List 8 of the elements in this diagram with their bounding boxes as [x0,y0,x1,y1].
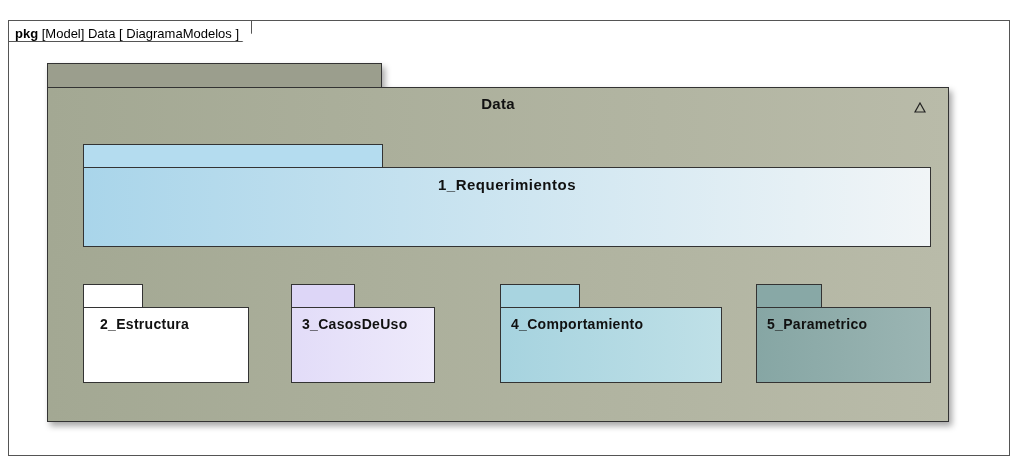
package-name: 4_Comportamiento [511,316,644,332]
package-name: 2_Estructura [100,316,190,332]
package-name: 1_Requerimientos [438,176,576,193]
package-name: Data [481,95,515,112]
package-name: 5_Parametrico [767,316,868,332]
diagram-frame [8,20,1010,456]
frame-label: pkg [Model] Data [ DiagramaModelos ] [15,26,239,41]
package-name: 3_CasosDeUso [302,316,408,332]
